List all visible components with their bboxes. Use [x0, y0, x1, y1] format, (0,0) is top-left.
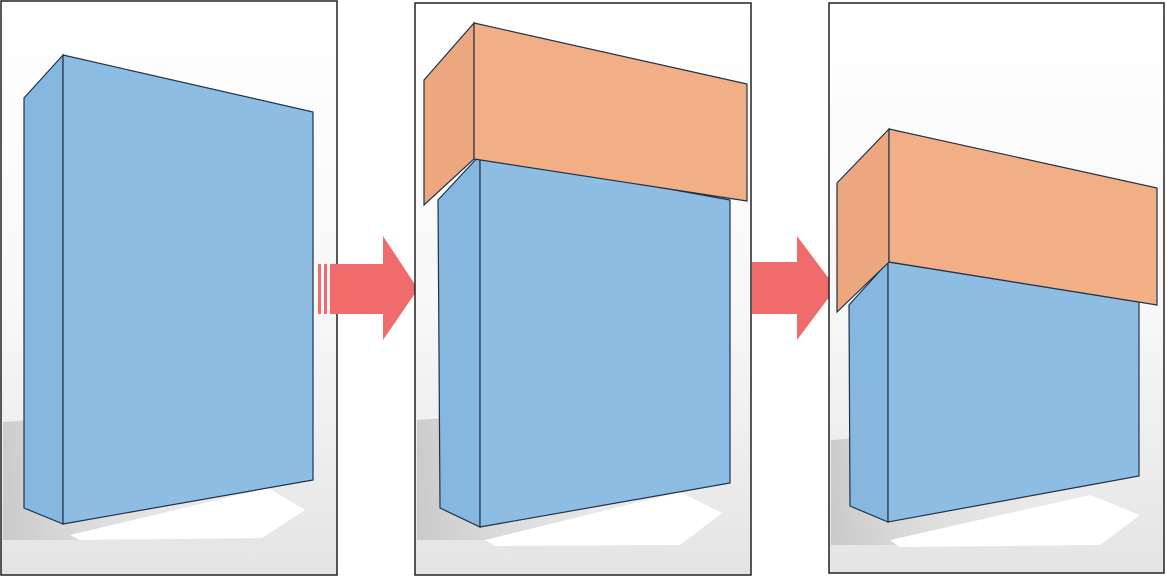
panel-2-box-front-face: [479, 154, 731, 528]
arrow-1-stripe-2: [324, 264, 327, 314]
panel-3-lid: [836, 127, 1158, 314]
panel-3-floor-highlight: [890, 495, 1140, 547]
panel-1-box-side-face: [23, 53, 64, 525]
arrow-1-stripe-1: [318, 264, 321, 314]
panel-2-box-side-face: [437, 153, 481, 528]
panel-1-box-front-face: [62, 54, 314, 525]
panel-2-lid-front-face: [473, 22, 748, 202]
panel-3-box-side-face: [848, 260, 889, 523]
panel-2-lid: [423, 21, 748, 207]
panel-3-shorter-box-with-lid: [828, 2, 1165, 574]
panel-2-box: [437, 153, 731, 528]
panel-1-tall-box: [0, 0, 338, 576]
arrow-1: [318, 236, 418, 340]
panel-3-box: [848, 260, 1140, 523]
arrow-2: [752, 236, 836, 340]
panel-1-floor-highlight: [70, 488, 305, 540]
arrow-1-body: [330, 236, 418, 340]
panel-1-box: [23, 53, 314, 525]
panel-2-box-with-lid: [414, 2, 752, 576]
panel-3-lid-front-face: [888, 128, 1158, 306]
panel-2-floor-highlight: [485, 492, 722, 546]
panel-3-box-front-face: [887, 261, 1140, 523]
arrow-2-body: [752, 236, 836, 340]
